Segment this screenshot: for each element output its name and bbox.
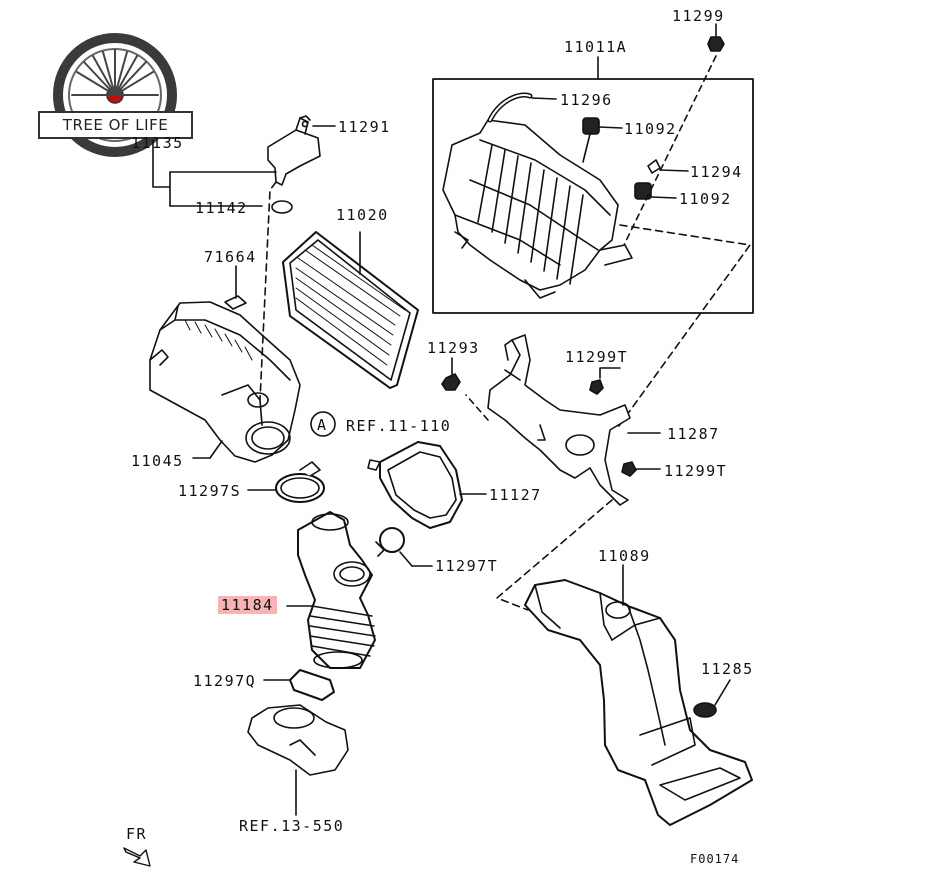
air-filter-element bbox=[282, 231, 419, 389]
label-11092-b: 11092 bbox=[679, 190, 732, 208]
clip-71664 bbox=[224, 265, 247, 310]
air-cleaner-case bbox=[149, 301, 301, 463]
leader-bracket-duct bbox=[496, 499, 613, 611]
air-intake-hose-11184 bbox=[297, 511, 376, 669]
nut-11293 bbox=[441, 357, 461, 391]
air-cleaner-cover-box bbox=[432, 56, 754, 314]
leader-cover-bracket bbox=[615, 224, 751, 431]
hose-clamp-11297T bbox=[375, 527, 433, 567]
label-11291: 11291 bbox=[338, 118, 391, 136]
throttle-body-ref bbox=[247, 704, 349, 816]
label-11297Q: 11297Q bbox=[193, 672, 257, 690]
grommet-11092-b bbox=[634, 182, 677, 200]
clip-11294 bbox=[647, 159, 689, 174]
brand-name: TREE OF LIFE bbox=[38, 111, 193, 139]
front-direction-arrow-icon bbox=[123, 847, 151, 867]
label-11127: 11127 bbox=[489, 486, 542, 504]
hose-clamp-11297Q bbox=[263, 669, 335, 701]
label-11285: 11285 bbox=[701, 660, 754, 678]
label-11287: 11287 bbox=[667, 425, 720, 443]
o-ring-11142 bbox=[271, 200, 293, 214]
label-ref-a: A bbox=[317, 416, 328, 434]
label-11293: 11293 bbox=[427, 339, 480, 357]
label-11135: 11135 bbox=[131, 134, 184, 152]
label-11297T: 11297T bbox=[435, 557, 499, 575]
label-11297S: 11297S bbox=[178, 482, 242, 500]
label-11294: 11294 bbox=[690, 163, 743, 181]
label-11020: 11020 bbox=[336, 206, 389, 224]
air-duct-11089 bbox=[524, 564, 753, 826]
clip-11285 bbox=[693, 679, 731, 718]
label-11299: 11299 bbox=[672, 7, 725, 25]
label-11184-highlighted[interactable]: 11184 bbox=[218, 596, 277, 614]
label-11092-a: 11092 bbox=[624, 120, 677, 138]
diagram-code: F00174 bbox=[690, 852, 740, 866]
label-front-direction: FR bbox=[126, 825, 148, 843]
label-11045: 11045 bbox=[131, 452, 184, 470]
label-ref-11-110: REF.11-110 bbox=[346, 417, 452, 435]
bolt-11299T-a bbox=[589, 367, 621, 395]
label-11296: 11296 bbox=[560, 91, 613, 109]
grommet-11092-a bbox=[582, 117, 623, 163]
ref-circle-a bbox=[310, 411, 336, 437]
resonator-11127 bbox=[367, 441, 487, 529]
label-11011A: 11011A bbox=[564, 38, 628, 56]
label-71664: 71664 bbox=[204, 248, 257, 266]
air-cleaner-cover bbox=[442, 119, 633, 299]
label-11089: 11089 bbox=[598, 547, 651, 565]
label-ref-13-550: REF.13-550 bbox=[239, 817, 345, 835]
mass-air-flow-sensor bbox=[259, 115, 336, 401]
bolt-11299 bbox=[623, 23, 725, 246]
label-11299T-a: 11299T bbox=[565, 348, 629, 366]
bracket-leader-11135 bbox=[152, 139, 277, 207]
bracket-11287 bbox=[487, 334, 661, 506]
label-11142: 11142 bbox=[195, 199, 248, 217]
hose-clamp-11297S bbox=[247, 461, 325, 503]
bolt-11299T-b bbox=[621, 461, 661, 477]
label-11299T-b: 11299T bbox=[664, 462, 728, 480]
